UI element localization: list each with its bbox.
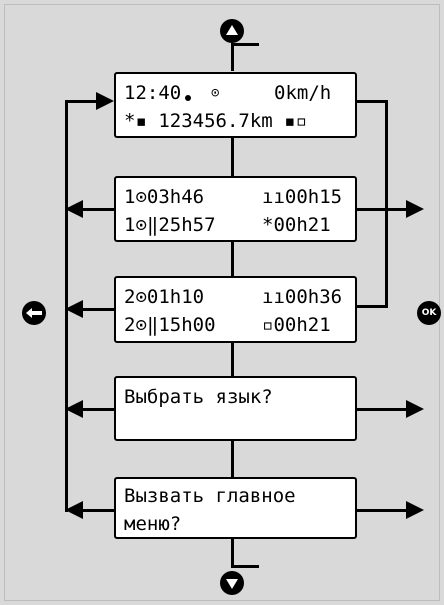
select-language-prompt: Выбрать язык? [124, 386, 273, 408]
driver1-break-time: ıı00h15 [262, 186, 343, 208]
driver2-drive-time: 2⊙01h10 [124, 286, 205, 308]
ok-button-label: OK [421, 308, 437, 318]
screen-select-language: Выбрать язык? [114, 376, 357, 441]
back-arrow-icon [26, 308, 42, 318]
scroll-down-button[interactable] [220, 571, 244, 595]
speed-value: 0km/h [274, 82, 332, 104]
screen-call-main-menu: Вызвать главное меню? [114, 477, 357, 539]
arrow-left-icon [65, 200, 83, 218]
clock-symbol-icon: ⊙ [211, 85, 220, 101]
driver2-availability-time: ▫00h21 [262, 314, 331, 336]
arrow-left-icon [65, 300, 83, 318]
local-time-dot-icon [185, 95, 191, 101]
arrow-right-icon [406, 200, 424, 218]
back-button[interactable] [22, 301, 46, 325]
screen-standard-display: 12:40 ⊙ 0km/h *▪ 123456.7km ▪▫ [114, 72, 357, 138]
driver1-rest-time: *00h21 [262, 214, 331, 236]
odometer-value: *▪ 123456.7km ▪▫ [124, 110, 308, 132]
main-menu-prompt-line1: Вызвать главное [124, 485, 296, 507]
triangle-down-icon [226, 579, 238, 589]
driver2-break-time: ıı00h36 [262, 286, 343, 308]
triangle-up-icon [226, 25, 238, 35]
arrow-right-icon [406, 501, 424, 519]
screen-driver1-times: 1⊙03h46 ıı00h15 1⊙‖25h57 *00h21 [114, 176, 357, 242]
driver1-drive-time: 1⊙03h46 [124, 186, 205, 208]
driver1-total-drive-time: 1⊙‖25h57 [124, 214, 216, 236]
arrow-left-icon [65, 400, 83, 418]
screen-driver2-times: 2⊙01h10 ıı00h36 2⊙‖15h00 ▫00h21 [114, 276, 357, 343]
main-menu-prompt-line2: меню? [124, 513, 182, 535]
ok-button[interactable]: OK [417, 301, 441, 325]
arrow-right-icon [406, 400, 424, 418]
scroll-up-button[interactable] [220, 19, 244, 43]
arrow-left-icon [65, 501, 83, 519]
arrow-right-icon [96, 92, 114, 110]
driver2-total-drive-time: 2⊙‖15h00 [124, 314, 216, 336]
time-value: 12:40 [124, 82, 182, 104]
